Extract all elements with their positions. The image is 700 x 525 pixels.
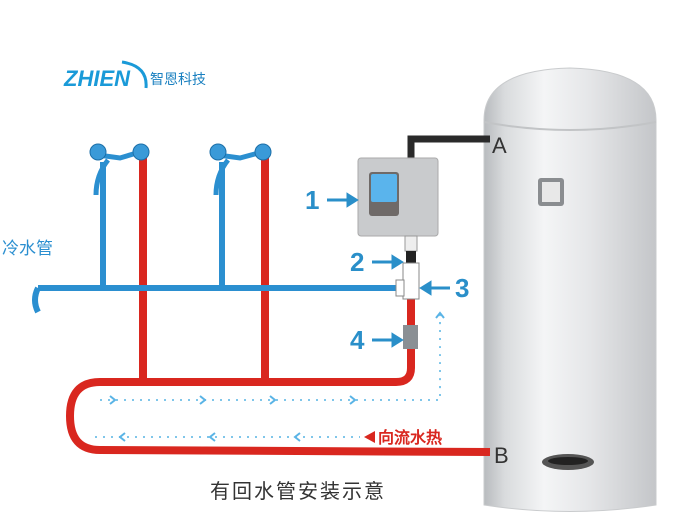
- flow-arrows: [109, 311, 445, 442]
- callout-3: 3: [455, 273, 469, 303]
- cold-water-pipe: [32, 162, 400, 314]
- faucets: [89, 143, 272, 196]
- sensor-fitting: [404, 235, 418, 252]
- hot-flow-arrow-icon: [364, 431, 375, 443]
- faucet-hot-valve-icon: [254, 143, 272, 161]
- faucet-cold-valve-icon: [209, 143, 227, 161]
- callout-4: 4: [350, 325, 365, 355]
- logo-brand: ZHIEN: [63, 66, 131, 91]
- cold-pipe-label: 冷水管: [2, 239, 53, 259]
- tee-fitting: [402, 262, 420, 300]
- water-heater: [483, 67, 657, 512]
- hot-water-loop: [65, 152, 491, 456]
- controller-screen: [371, 174, 397, 202]
- faucet-cold-valve-icon: [89, 143, 107, 161]
- controller-unit: [357, 157, 439, 237]
- port-b-label: B: [494, 443, 509, 468]
- logo-name: 智恩科技: [150, 72, 206, 88]
- hot-flow-label: 向流水热: [378, 428, 442, 447]
- callout-arrows: [327, 192, 450, 348]
- outlet-pipe: [407, 135, 490, 160]
- callout-2: 2: [350, 247, 364, 277]
- brand-logo: ZHIEN 智恩科技: [63, 60, 206, 91]
- pump-fitting: [403, 325, 418, 349]
- faucet-hot-valve-icon: [132, 143, 150, 161]
- port-a-label: A: [492, 133, 507, 158]
- callout-1: 1: [305, 185, 319, 215]
- diagram-caption: 有回水管安装示意: [210, 479, 386, 503]
